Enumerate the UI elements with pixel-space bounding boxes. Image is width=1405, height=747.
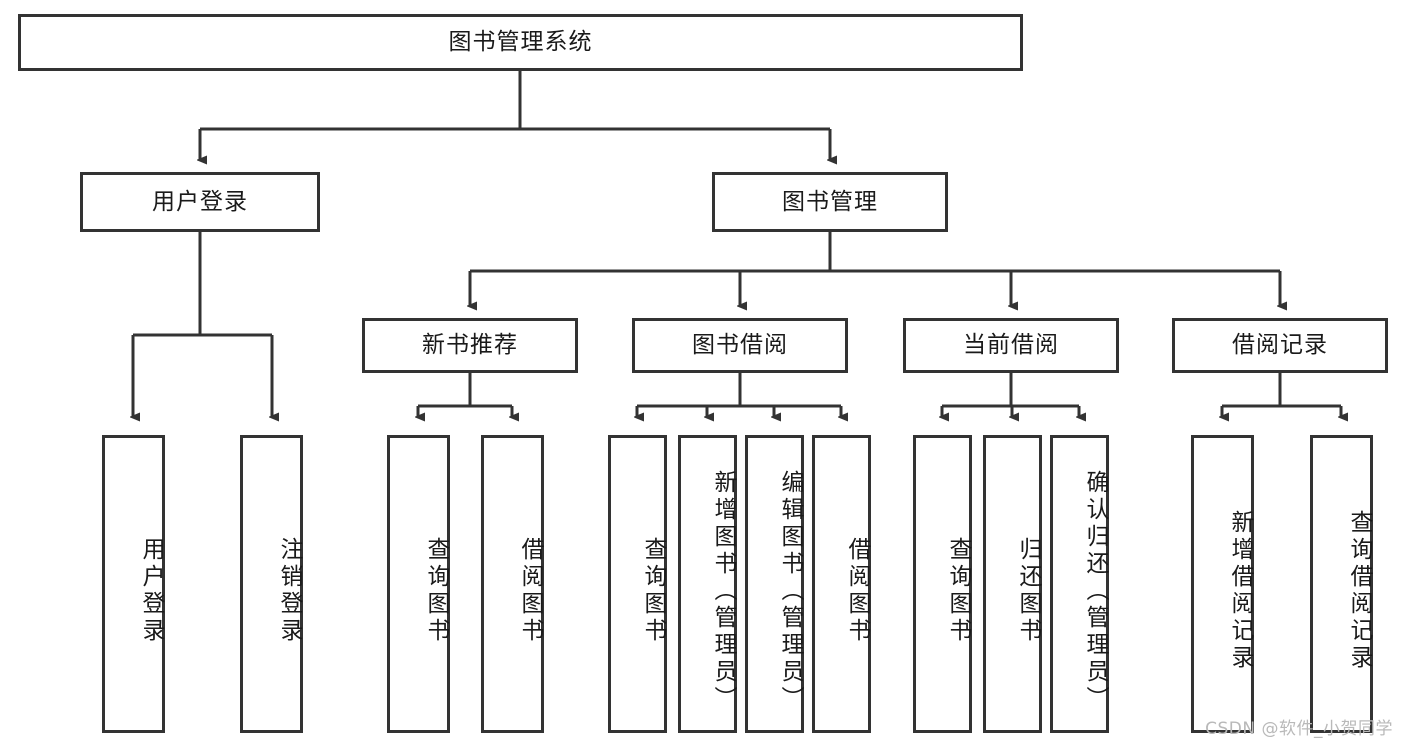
node-root-label: 图书管理系统 — [448, 29, 593, 55]
leaf-add-borrow-record-label: 新增借阅记录 — [1227, 510, 1253, 672]
leaf-borrow-book-2-label: 借阅图书 — [844, 537, 870, 645]
leaf-edit-book[interactable]: 编辑图书（管理员） — [745, 435, 804, 733]
node-user-login-label: 用户登录 — [152, 188, 248, 215]
node-new-book-recommend-label: 新书推荐 — [422, 332, 518, 358]
leaf-query-book-1[interactable]: 查询图书 — [387, 435, 450, 733]
node-book-management-label: 图书管理 — [782, 188, 878, 215]
leaf-return-book-label: 归还图书 — [1015, 537, 1041, 645]
leaf-query-book-2[interactable]: 查询图书 — [608, 435, 667, 733]
leaf-query-book-3[interactable]: 查询图书 — [913, 435, 972, 733]
node-borrow-record-label: 借阅记录 — [1232, 332, 1328, 358]
leaf-query-book-2-label: 查询图书 — [640, 537, 666, 645]
leaf-logout-login[interactable]: 注销登录 — [240, 435, 303, 733]
leaf-confirm-return[interactable]: 确认归还（管理员） — [1050, 435, 1109, 733]
leaf-query-book-3-label: 查询图书 — [945, 537, 971, 645]
leaf-add-book[interactable]: 新增图书（管理员） — [678, 435, 737, 733]
leaf-confirm-return-label: 确认归还（管理员） — [1082, 469, 1108, 713]
leaf-borrow-book-1-label: 借阅图书 — [517, 537, 543, 645]
leaf-return-book[interactable]: 归还图书 — [983, 435, 1042, 733]
node-current-borrow[interactable]: 当前借阅 — [903, 318, 1119, 373]
leaf-add-book-label: 新增图书（管理员） — [710, 469, 736, 713]
node-root[interactable]: 图书管理系统 — [18, 14, 1023, 71]
leaf-logout-login-label: 注销登录 — [276, 537, 302, 645]
leaf-add-borrow-record[interactable]: 新增借阅记录 — [1191, 435, 1254, 733]
node-book-borrow[interactable]: 图书借阅 — [632, 318, 848, 373]
watermark: CSDN @软件_小贺同学 — [1205, 719, 1393, 739]
leaf-borrow-book-2[interactable]: 借阅图书 — [812, 435, 871, 733]
node-new-book-recommend[interactable]: 新书推荐 — [362, 318, 578, 373]
leaf-edit-book-label: 编辑图书（管理员） — [777, 469, 803, 713]
leaf-query-borrow-record-label: 查询借阅记录 — [1346, 510, 1372, 672]
leaf-query-book-1-label: 查询图书 — [423, 537, 449, 645]
node-user-login[interactable]: 用户登录 — [80, 172, 320, 232]
leaf-user-login[interactable]: 用户登录 — [102, 435, 165, 733]
leaf-borrow-book-1[interactable]: 借阅图书 — [481, 435, 544, 733]
leaf-query-borrow-record[interactable]: 查询借阅记录 — [1310, 435, 1373, 733]
node-book-management[interactable]: 图书管理 — [712, 172, 948, 232]
leaf-user-login-label: 用户登录 — [138, 537, 164, 645]
node-borrow-record[interactable]: 借阅记录 — [1172, 318, 1388, 373]
node-book-borrow-label: 图书借阅 — [692, 332, 788, 358]
node-current-borrow-label: 当前借阅 — [963, 332, 1059, 358]
